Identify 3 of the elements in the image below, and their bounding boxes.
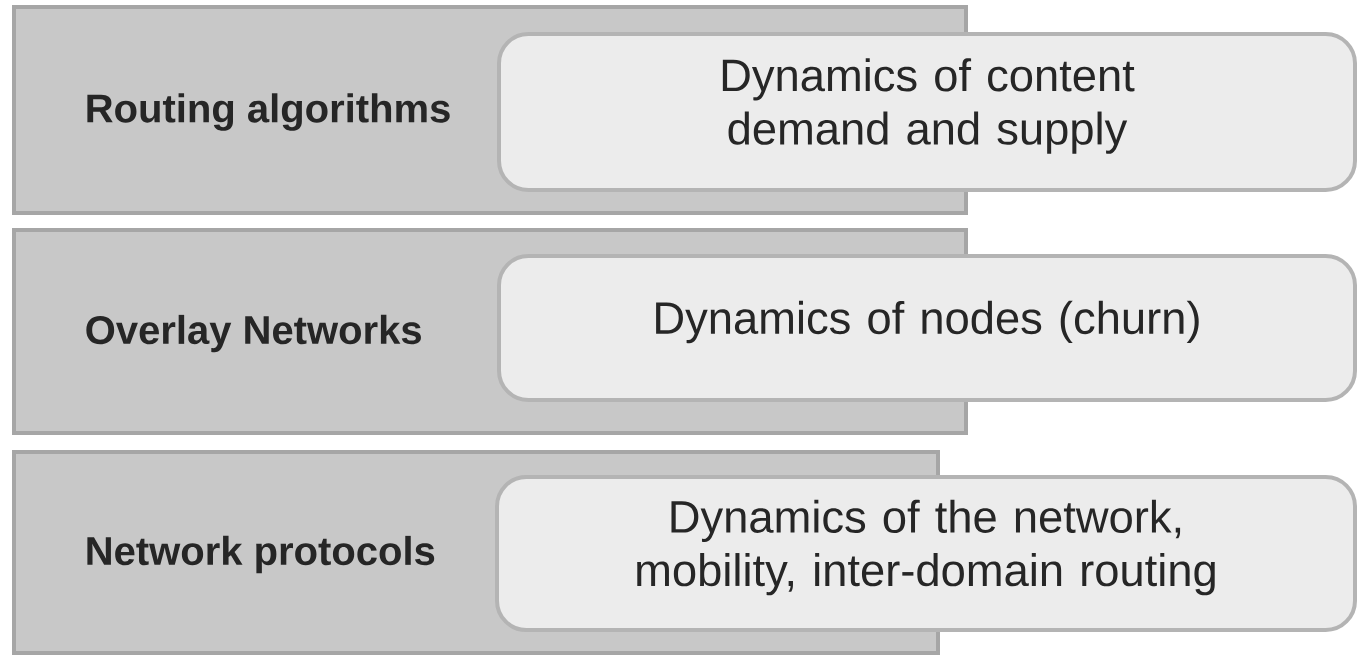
- topic-box: Dynamics of content demand and supply: [497, 32, 1357, 192]
- topic-box: Dynamics of the network, mobility, inter-domain routing: [495, 474, 1357, 633]
- topic-box: Dynamics of nodes (churn): [497, 254, 1357, 402]
